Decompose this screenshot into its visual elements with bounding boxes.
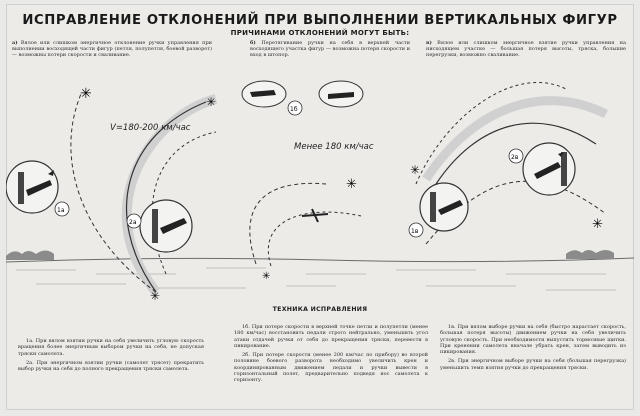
technique-1v: 1в. При вялом выборе ручки на себя (быст… bbox=[440, 324, 626, 356]
badge-1b: 1б bbox=[290, 106, 298, 113]
badge-1v: 1в bbox=[411, 228, 419, 235]
trajectory-c-dashed-2 bbox=[415, 82, 567, 185]
trajectory-a-dashed bbox=[70, 93, 157, 293]
star-mark-c1: ✳ bbox=[592, 217, 603, 232]
cause-c-text: Вялое или слишком энергичное взятие ручк… bbox=[426, 40, 626, 59]
technique-column-3: 1в. При вялом выборе ручки на себя (быст… bbox=[440, 324, 626, 374]
cause-b-text: Перетягивание ручки на себя в верхней ча… bbox=[250, 40, 411, 59]
treeline-left bbox=[6, 250, 54, 260]
control-stick-2b bbox=[328, 92, 354, 99]
badge-circle-2a bbox=[126, 213, 142, 229]
control-stick-2a bbox=[160, 218, 187, 234]
control-stick-2v bbox=[534, 162, 561, 179]
badge-2a: 2а bbox=[129, 219, 137, 226]
badge-2v: 2в bbox=[511, 154, 519, 161]
stick-arrow-c bbox=[558, 152, 564, 157]
technique-column-1: 1а. При вялом взятии ручки на себя увели… bbox=[18, 338, 204, 375]
trajectory-c-solid bbox=[435, 122, 597, 185]
causes-header: ПРИЧИНАМИ ОТКЛОНЕНИЙ МОГУТ БЫТЬ: bbox=[230, 29, 410, 37]
trajectory-b-dashed bbox=[249, 182, 327, 265]
star-mark-a1: ✳ bbox=[80, 86, 92, 102]
technique-2a: 2а. При энергичном взятии ручки (самолет… bbox=[18, 359, 204, 373]
star-mark-a2: ✳ bbox=[206, 95, 216, 109]
cause-b-label: б) bbox=[250, 40, 256, 46]
ground-hatching bbox=[16, 267, 616, 291]
stick-arrow-a bbox=[48, 170, 54, 176]
technique-header: ТЕХНИКА ИСПРАВЛЕНИЯ bbox=[272, 306, 368, 313]
cause-a-label: а) bbox=[12, 40, 18, 46]
cockpit-2v-seat bbox=[561, 152, 567, 186]
trajectory-a-solid bbox=[125, 101, 207, 293]
trajectory-b-loop bbox=[267, 211, 362, 267]
control-stick-1b bbox=[250, 90, 276, 97]
cause-c-label: в) bbox=[426, 40, 432, 46]
technique-column-2: 1б. При потере скорости в верхней точке … bbox=[234, 324, 428, 387]
badge-circle-1v bbox=[408, 222, 424, 238]
poster-title: ИСПРАВЛЕНИЕ ОТКЛОНЕНИЙ ПРИ ВЫПОЛНЕНИИ ВЕ… bbox=[22, 13, 618, 28]
star-mark-b2: ✳ bbox=[262, 271, 270, 282]
poster-sheet: ИСПРАВЛЕНИЕ ОТКЛОНЕНИЙ ПРИ ВЫПОЛНЕНИИ ВЕ… bbox=[6, 4, 634, 410]
aircraft-b bbox=[301, 208, 329, 223]
star-mark-a3: ✳ bbox=[150, 289, 160, 303]
badge-circle-1b bbox=[287, 100, 303, 116]
speed-label-panel-b: Менее 180 км/час bbox=[294, 142, 374, 152]
control-stick-1a bbox=[26, 180, 52, 196]
trajectory-c-outer bbox=[422, 96, 609, 182]
treeline-right bbox=[566, 250, 614, 259]
cause-a-text: Вялое или слишком энергичное отклонение … bbox=[12, 40, 212, 59]
control-stick-1v bbox=[438, 200, 463, 215]
cockpit-inset-1v bbox=[419, 182, 469, 232]
cockpit-1v-seat bbox=[430, 192, 436, 222]
cause-a: а) Вялое или слишком энергичное отклонен… bbox=[12, 40, 212, 59]
maneuver-illustration: ✳ ✳ ✳ 1а 2а 1б ✳ ✳ ✳ ✳ bbox=[6, 80, 634, 303]
cockpit-inset-1a bbox=[6, 160, 59, 214]
star-mark-b1: ✳ bbox=[346, 177, 357, 192]
cockpit-1a-seat bbox=[18, 172, 24, 204]
technique-2v: 2в. При энергичном выборе ручки на себя … bbox=[440, 358, 626, 371]
cockpit-2a-seat bbox=[152, 209, 158, 243]
technique-2b: 2б. При потере скорости (менее 200 км/ча… bbox=[234, 352, 428, 384]
star-mark-c2: ✳ bbox=[410, 163, 420, 177]
horizon-line bbox=[6, 257, 634, 263]
badge-circle-1a bbox=[54, 201, 70, 217]
badge-circle-2v bbox=[508, 148, 524, 164]
badge-1a: 1а bbox=[57, 207, 65, 214]
cause-c: в) Вялое или слишком энергичное взятие р… bbox=[426, 40, 626, 59]
technique-1b: 1б. При потере скорости в верхней точке … bbox=[234, 324, 428, 349]
speed-label-panel-a: V=180-200 км/час bbox=[110, 123, 191, 133]
cause-b: б) Перетягивание ручки на себя в верхней… bbox=[250, 40, 410, 59]
technique-1a: 1а. При вялом взятии ручки на себя увели… bbox=[18, 338, 204, 357]
